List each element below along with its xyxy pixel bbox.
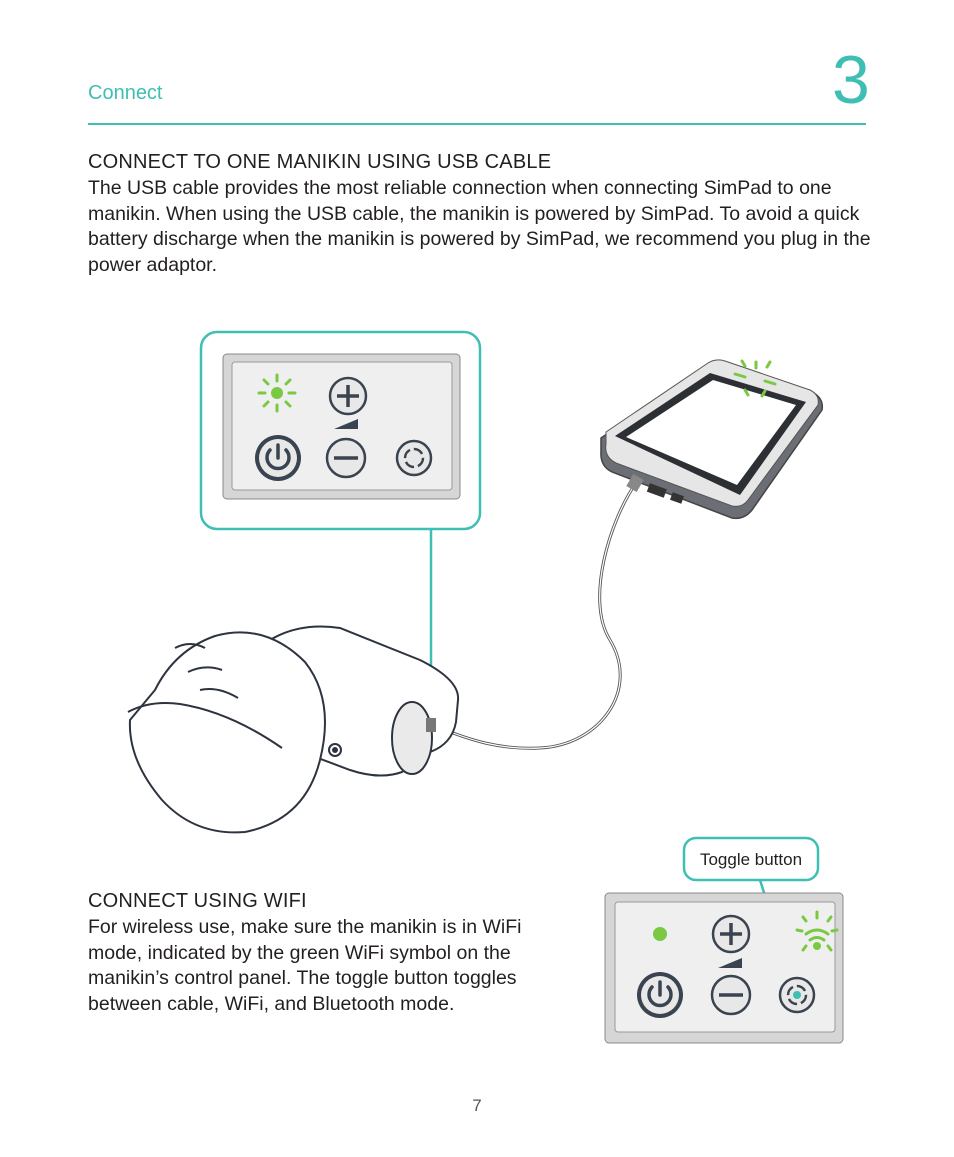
- toggle-callout-frame: [682, 836, 820, 882]
- minus-icon: [325, 437, 367, 479]
- wifi-section-body: For wireless use, make sure the manikin …: [88, 916, 522, 1015]
- control-panel-wifi: [604, 892, 844, 1044]
- toggle-icon: [395, 439, 433, 477]
- power-icon: [637, 972, 683, 1018]
- wifi-section-title: CONNECT USING WIFI: [88, 890, 307, 912]
- wifi-icon: [795, 910, 839, 952]
- volume-icon: [334, 419, 358, 429]
- volume-icon: [718, 958, 742, 968]
- usb-cable: [439, 482, 638, 750]
- manikin: [127, 625, 460, 834]
- section-label: Connect: [88, 82, 163, 104]
- toggle-callout-label: Toggle button: [700, 850, 802, 869]
- zoom-callout-frame: [199, 330, 482, 531]
- status-dot: [653, 927, 667, 941]
- usb-section-body: The USB cable provides the most reliable…: [88, 177, 871, 276]
- control-panel-top: [222, 353, 461, 500]
- usb-section-title: CONNECT TO ONE MANIKIN USING USB CABLE: [88, 151, 552, 173]
- minus-icon: [710, 974, 752, 1016]
- tablet-status-leds: [733, 359, 777, 398]
- page-number: 7: [472, 1096, 482, 1115]
- simpad-tablet: [600, 359, 824, 520]
- chapter-number: 3: [832, 42, 870, 118]
- light-indicator-icon: [257, 373, 297, 413]
- power-icon: [255, 435, 301, 481]
- header-divider: [88, 123, 866, 125]
- plus-icon: [711, 914, 751, 954]
- plus-icon: [328, 376, 368, 416]
- toggle-icon: [778, 976, 816, 1014]
